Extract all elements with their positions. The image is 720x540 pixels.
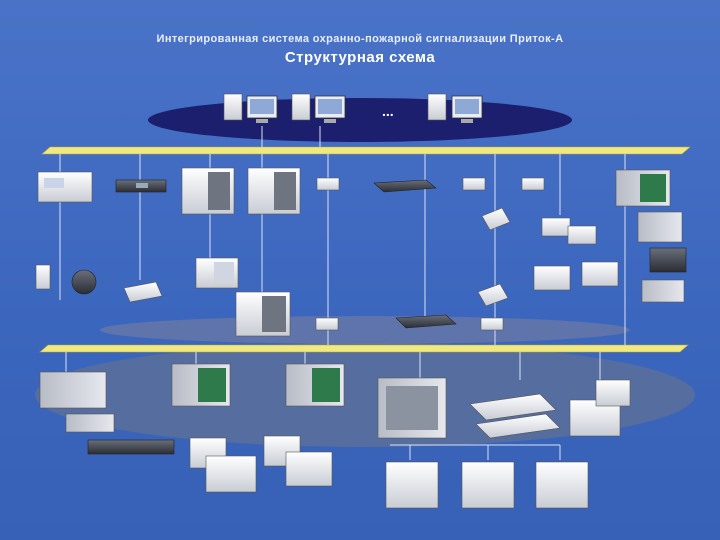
module-icon — [533, 261, 619, 291]
server-rack-icon — [377, 377, 447, 439]
controller-module-icon — [263, 435, 333, 487]
top-network-ellipse — [148, 98, 572, 142]
corporate-network-bus — [39, 344, 689, 353]
receiver-unit-icon — [115, 179, 167, 193]
diagram-subtitle: Структурная схема — [284, 49, 436, 66]
modem-icon — [521, 177, 545, 191]
switch-stack-icon — [469, 393, 561, 439]
controller-module-icon — [189, 437, 257, 493]
cabinet-icon — [235, 291, 291, 337]
workstation-icon — [427, 93, 483, 123]
local-network-bus — [41, 146, 691, 155]
router-icon — [373, 179, 437, 193]
modem-icon — [315, 317, 339, 331]
access-point-icon — [477, 283, 509, 307]
workstation-icon — [291, 93, 346, 123]
patch-panel-icon — [39, 371, 175, 455]
cabinet-icon — [247, 167, 301, 215]
modem-icon — [316, 177, 340, 191]
rack-unit-icon — [615, 169, 671, 207]
modem-icon — [480, 317, 504, 331]
modem-icon — [462, 177, 486, 191]
module-icon — [541, 217, 597, 245]
control-panel-icon — [37, 171, 93, 203]
panel-icon — [195, 257, 239, 289]
router-icon — [395, 314, 457, 329]
workstation-icon — [223, 93, 278, 123]
camera-icon — [71, 269, 97, 295]
server-icon — [637, 211, 687, 303]
terminal-block-icon — [385, 461, 589, 509]
detector-icon — [35, 264, 51, 290]
diagram-title: Интегрированная система охранно-пожарной… — [156, 33, 564, 45]
server-icon — [569, 379, 631, 437]
radio-station-icon — [123, 281, 163, 303]
rack-unit-icon — [285, 363, 345, 407]
rack-unit-icon — [171, 363, 231, 407]
more-workstations-dots: ... — [382, 103, 394, 119]
access-point-icon — [481, 207, 511, 231]
cabinet-icon — [181, 167, 235, 215]
